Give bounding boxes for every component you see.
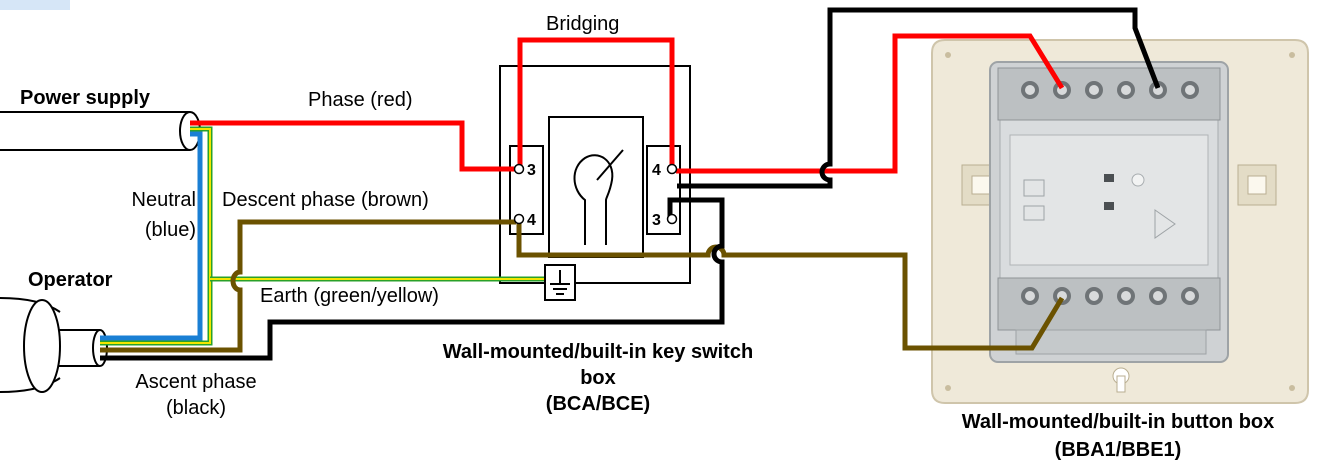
button-box-bottom-terminals [997, 277, 1221, 355]
earth-ground-icon [544, 264, 576, 301]
key-switch-box-title-3: (BCA/BCE) [546, 393, 650, 415]
corner-mark [0, 0, 70, 10]
earth-label: Earth (green/yellow) [260, 285, 439, 307]
terminal-block-right [646, 145, 681, 235]
terminal-left-top: 3 [527, 162, 536, 179]
button-box-title-1: Wall-mounted/built-in button box [962, 411, 1275, 433]
terminal-screws [513, 163, 678, 225]
power-supply-label: Power supply [20, 87, 151, 109]
key-switch-box-title-1: Wall-mounted/built-in key switch [443, 341, 753, 363]
neutral-color-label: (blue) [145, 219, 196, 241]
terminal-left-bottom: 4 [527, 212, 536, 229]
operator-cable [0, 297, 108, 393]
descent-phase-label: Descent phase (brown) [222, 189, 429, 211]
terminal-block-left [509, 145, 544, 235]
ascent-color-label: (black) [166, 397, 226, 419]
neutral-label: Neutral [132, 189, 196, 211]
phase-wire [190, 120, 516, 172]
ascent-to-button-box-wire [677, 7, 1161, 189]
terminal-right-top: 4 [652, 162, 661, 179]
button-box-illustration [931, 39, 1309, 404]
terminal-right-bottom: 3 [652, 212, 661, 229]
power-supply-cable [0, 111, 201, 151]
earth-wire [100, 126, 545, 346]
descent-wire [100, 219, 516, 353]
ascent-wire [100, 197, 725, 361]
bridging-label: Bridging [546, 13, 619, 35]
key-switch-icon [548, 116, 644, 258]
button-box-title-2: (BBA1/BBE1) [1055, 439, 1182, 461]
bridging-wire [517, 37, 675, 166]
button-box-top-terminals [997, 67, 1221, 121]
key-switch-box-title-2: box [580, 367, 616, 389]
operator-label: Operator [28, 269, 113, 291]
neutral-wire [100, 131, 203, 341]
key-switch-box [499, 65, 691, 284]
ascent-phase-label: Ascent phase [135, 371, 256, 393]
phase-label: Phase (red) [308, 89, 413, 111]
